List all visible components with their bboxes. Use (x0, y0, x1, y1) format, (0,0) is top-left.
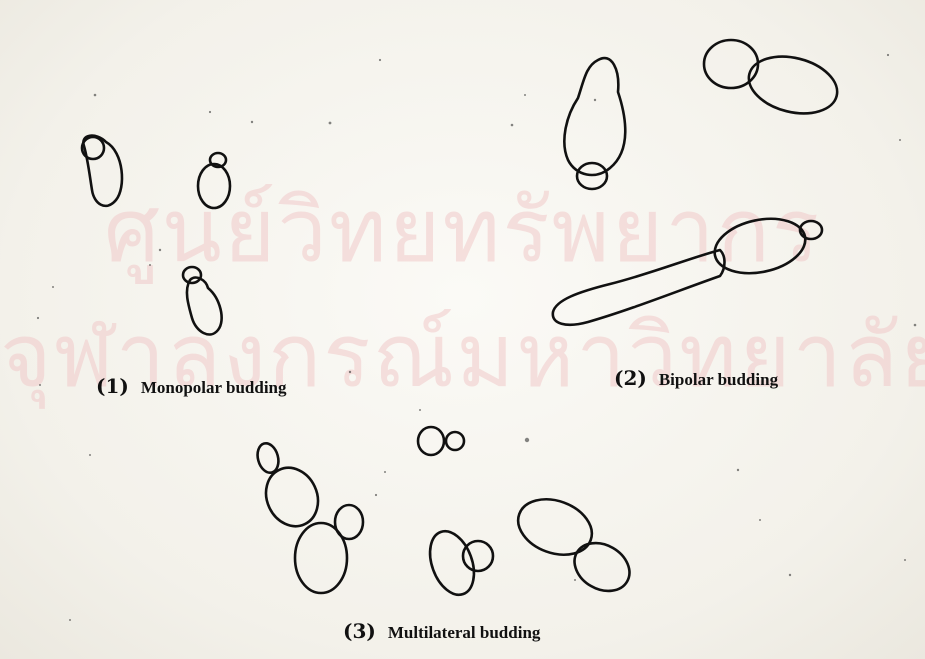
panel-3-caption: (3) Multilateral budding (343, 619, 540, 643)
multilateral-cell-d (510, 490, 599, 565)
panel-2-number: (2) (614, 366, 647, 390)
bipolar-cell-1 (564, 58, 625, 175)
multilateral-bud-side (335, 505, 363, 539)
monopolar-cell-2 (198, 164, 230, 208)
panel-3-number: (3) (343, 619, 376, 643)
bipolar-mother-3 (710, 211, 811, 281)
multilateral-pair-large (418, 427, 444, 455)
monopolar-bud-3 (183, 267, 201, 283)
multilateral-pair-small (446, 432, 464, 450)
panel-1-cells (82, 136, 230, 335)
panel-2-caption: (2) Bipolar budding (614, 366, 778, 390)
multilateral-bud-c (463, 541, 493, 571)
panel-1-label: Monopolar budding (141, 378, 287, 397)
monopolar-cell-3 (187, 278, 222, 335)
bipolar-elongated-cell (553, 250, 725, 325)
multilateral-bud-d (566, 533, 638, 600)
panel-3-label: Multilateral budding (388, 623, 541, 642)
panel-2-label: Bipolar budding (659, 370, 778, 389)
panel-1-number: (1) (96, 374, 129, 398)
multilateral-cell-c (422, 525, 482, 601)
panel-1-caption: (1) Monopolar budding (96, 374, 287, 398)
panel-3-cells (254, 427, 638, 601)
scan-specks (37, 54, 916, 621)
panel-2-cells (553, 40, 843, 325)
